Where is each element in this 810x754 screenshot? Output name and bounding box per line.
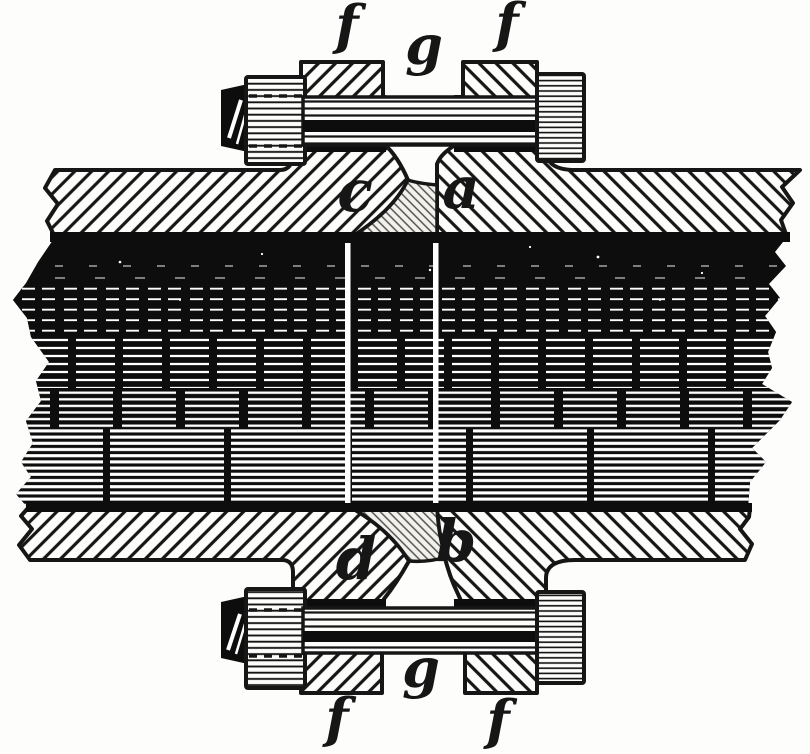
bottom-bolt-head bbox=[244, 587, 307, 690]
top-bolt-shank-dark-band bbox=[303, 120, 543, 132]
bottom-bolt-nut bbox=[535, 590, 586, 685]
top-bolt-head bbox=[244, 75, 307, 166]
bottom-bolt-shadow-right bbox=[454, 599, 542, 609]
left-joint-line bbox=[345, 243, 351, 504]
top-bolt-head-end-highlight bbox=[227, 99, 243, 139]
bottom-bolt-shank-dark-band bbox=[303, 631, 543, 642]
bottom-bolt-assembly bbox=[221, 587, 586, 690]
top-bolt-shadow-right bbox=[454, 142, 542, 152]
label-g-top: g bbox=[405, 13, 443, 77]
bottom-bolt-shadow-left bbox=[303, 599, 386, 609]
upper-bore-edge bbox=[50, 232, 790, 242]
engraving-specks bbox=[118, 245, 704, 301]
label-a-face: a bbox=[442, 154, 480, 222]
label-b-face: b bbox=[436, 507, 477, 575]
pipe-bore-interior bbox=[13, 237, 792, 508]
label-d-face: d bbox=[336, 525, 377, 593]
lower-bore-edge bbox=[26, 503, 752, 512]
bottom-bolt-head-end-highlight bbox=[226, 613, 242, 651]
lower-joint-packing-crescent bbox=[350, 506, 448, 564]
bottom-bolt-head-end-highlight2 bbox=[234, 623, 247, 655]
right-joint-line bbox=[433, 243, 439, 504]
label-g-bottom: g bbox=[402, 636, 440, 700]
top-bolt-assembly bbox=[221, 72, 586, 166]
label-c-face: c bbox=[337, 157, 372, 225]
top-bolt-shadow-left bbox=[303, 142, 386, 152]
top-bolt-nut bbox=[535, 72, 586, 163]
